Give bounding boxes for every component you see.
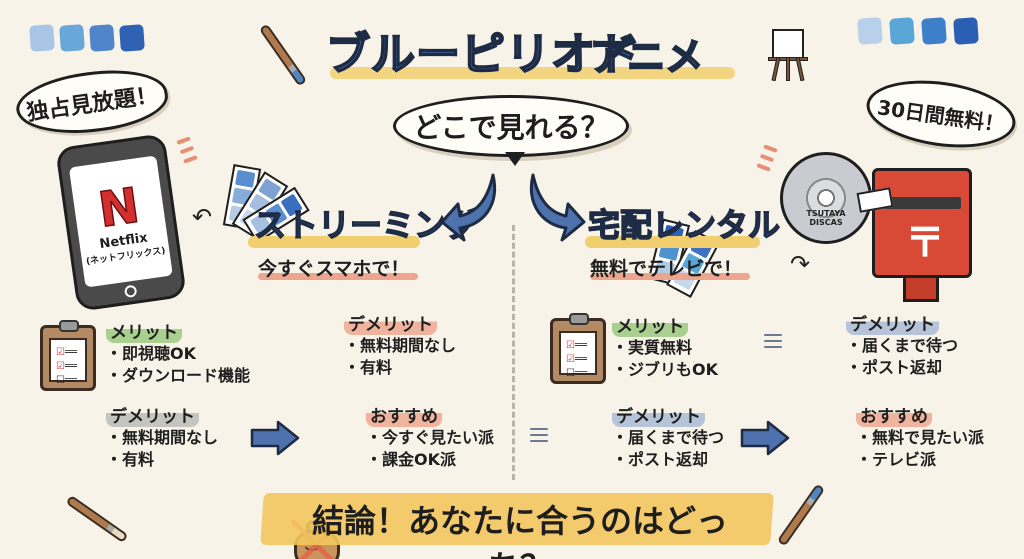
swirl-arrow-icon: ↷ [790,250,811,278]
bubble-tail [505,152,525,166]
right-demerit-bottom-block: デメリット 届くまで待つ ポスト返却 [612,402,724,471]
right-speech-bubble: 30日間無料！ [862,71,1020,157]
accent-lines-icon [174,131,199,170]
demerit-item: ポスト返却 [612,449,724,471]
speed-lines-icon [530,424,548,446]
swatch [857,17,883,45]
left-speech-bubble: 独占見放題！ [12,61,172,143]
netflix-logo: N [94,176,143,239]
right-bubble-text: 30日間無料！ [875,94,1006,137]
demerit-item: 有料 [106,449,218,471]
streaming-heading-highlight [248,236,420,248]
rental-subheading: 無料でテレビで！ [590,258,743,280]
question-text: どこで見れる？ [413,111,609,144]
recommend-label: おすすめ [366,402,442,427]
page-title: ブルーピリオド [325,28,641,81]
arrow-right-icon [740,420,790,456]
rental-sub-highlight [590,273,750,280]
swatch [29,24,55,52]
curved-arrow-left-icon [440,173,496,242]
dvd-disc-icon: TSUTAYA DISCAS [780,152,872,244]
left-demerit-top-block: デメリット 無料期間なし 有料 [344,310,456,379]
smartphone-icon: N Netflix (ネットフリックス) [55,133,187,312]
swatch [953,17,979,45]
demerit-item: 届くまで待つ [846,335,958,357]
rental-heading-highlight [585,236,760,248]
merit-item: ジブリもOK [612,359,718,381]
rental-heading: 宅配レンタル [587,205,781,245]
demerit-item: ポスト返却 [846,357,958,379]
demerit-item: 届くまで待つ [612,427,724,449]
disc-label-2: DISCAS [809,218,843,227]
postbox-icon: 〒 [872,168,972,278]
question-bubble: どこで見れる？ [393,95,629,157]
left-merit-block: メリット 即視聴OK ダウンロード機能 [106,318,250,387]
demerit-label: デメリット [846,310,939,335]
demerit-item: 無料期間なし [106,427,218,449]
page-title-accent: アニメ [589,34,704,80]
demerit-item: 有料 [344,357,456,379]
streaming-subheading: 今すぐスマホで！ [258,258,410,280]
swatch [59,24,85,52]
merit-label: メリット [106,318,182,343]
swatch [89,24,115,52]
right-demerit-top-block: デメリット 届くまで待つ ポスト返却 [846,310,958,379]
paintbrush-icon [776,483,826,547]
paintbrush-icon [65,494,129,544]
merit-item: ダウンロード機能 [106,365,250,387]
demerit-label: デメリット [612,402,705,427]
recommend-item: 今すぐ見たい派 [366,427,494,449]
recommend-item: テレビ派 [856,449,984,471]
right-recommend-block: おすすめ 無料で見たい派 テレビ派 [856,402,984,471]
swatch [921,17,947,45]
accent-lines-icon [754,139,779,178]
swirl-arrow-icon: ↶ [192,203,213,231]
recommend-label: おすすめ [856,402,932,427]
easel-icon [768,25,808,82]
left-demerit-bottom-block: デメリット 無料期間なし 有料 [106,402,218,471]
swatch-row-right [857,17,979,45]
conclusion-text: 結論！あなたに合うのはどっち？ [311,502,728,559]
disc-label-1: TSUTAYA [806,209,846,218]
streaming-heading: ストリーミング [253,205,479,245]
clipboard-checklist-icon: ☑══ ☑══ ☐══ [550,313,606,384]
curved-arrow-right-icon [530,173,586,242]
left-recommend-block: おすすめ 今すぐ見たい派 課金OK派 [366,402,494,471]
recommend-item: 課金OK派 [366,449,494,471]
title-highlight [330,67,735,79]
paintbrush-icon [258,23,308,87]
swatch [119,24,145,52]
left-bubble-text: 独占見放題！ [25,82,160,127]
demerit-item: 無料期間なし [344,335,456,357]
merit-item: 実質無料 [612,337,718,359]
recommend-item: 無料で見たい派 [856,427,984,449]
clipboard-checklist-icon: ☑══ ☑══ ☐══ [40,320,96,391]
column-divider [512,225,515,480]
merit-item: 即視聴OK [106,343,250,365]
merit-label: メリット [612,312,688,337]
arrow-right-icon [250,420,300,456]
demerit-label: デメリット [106,402,199,427]
swatch [889,17,915,45]
right-merit-block: メリット 実質無料 ジブリもOK [612,312,718,381]
speed-lines-icon [764,330,782,352]
post-mark: 〒 [905,220,945,266]
demerit-label: デメリット [344,310,437,335]
streaming-sub-highlight [258,273,418,280]
swatch-row-left [29,24,145,52]
postbox-leg [903,276,939,302]
